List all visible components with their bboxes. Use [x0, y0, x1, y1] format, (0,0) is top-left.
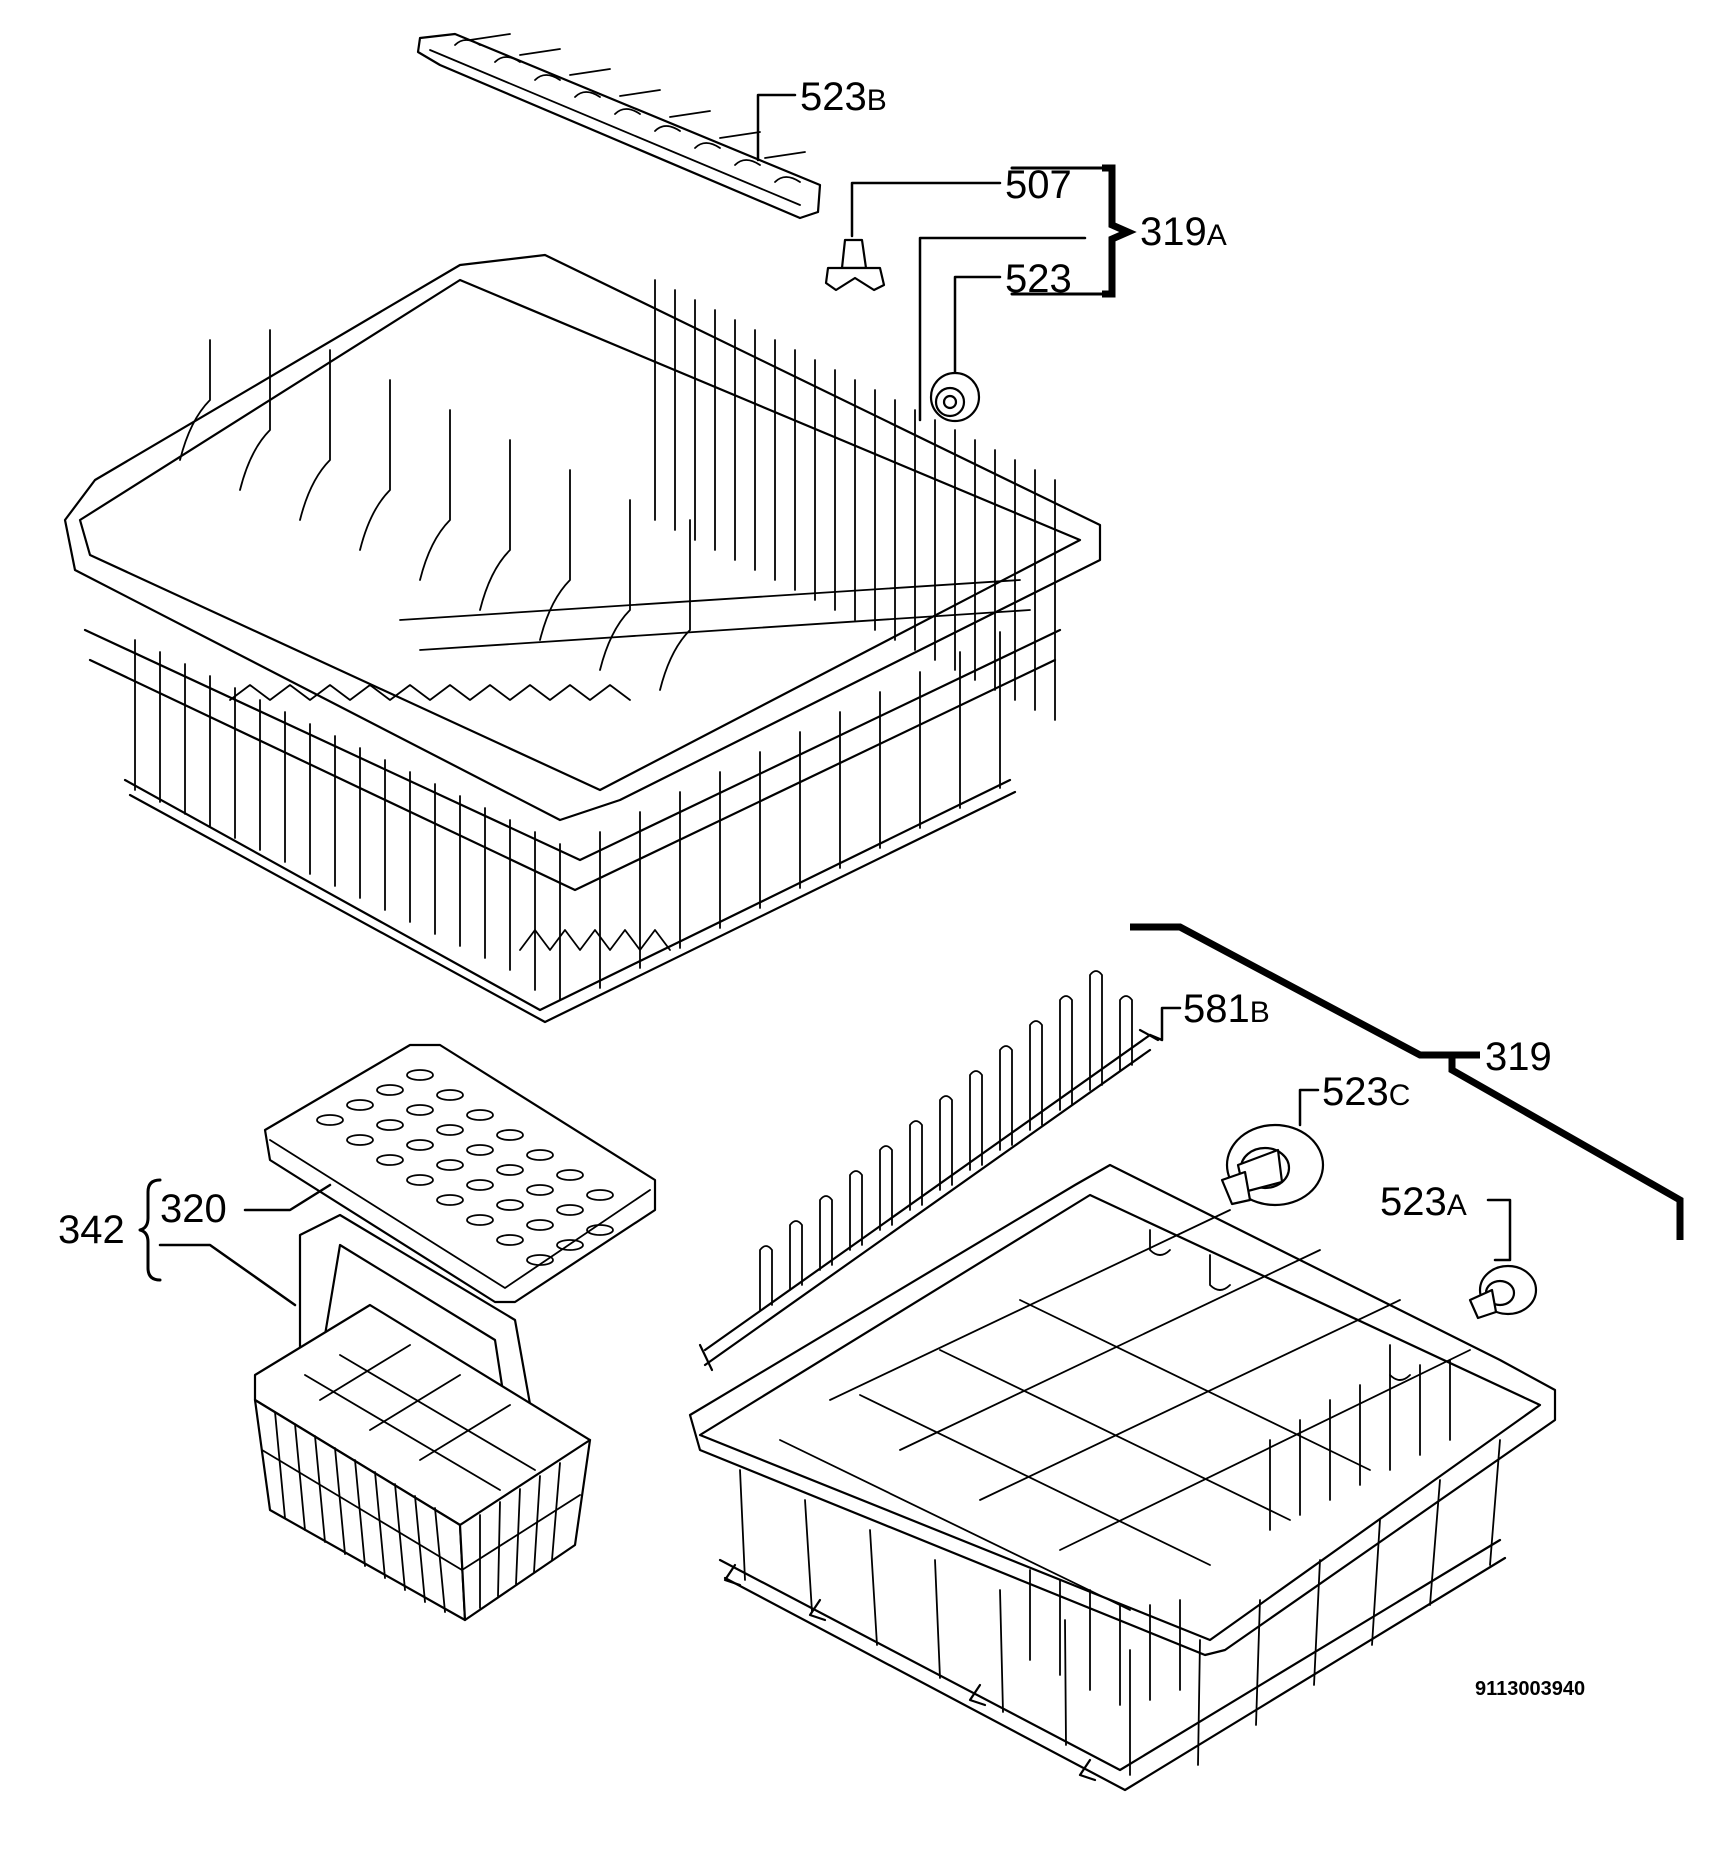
cutlery-basket-part — [253, 1213, 592, 1622]
lower-basket — [688, 1163, 1557, 1792]
wheel-part — [1468, 1264, 1538, 1320]
label-581B: 581B — [1183, 987, 1270, 1031]
upper-basket — [63, 253, 1102, 1024]
leader-lines — [138, 93, 1684, 1307]
label-319: 319 — [1485, 1035, 1552, 1079]
label-507: 507 — [1005, 163, 1072, 207]
diagram-code: 9113003940 — [1475, 1678, 1585, 1700]
label-523A: 523A — [1380, 1180, 1467, 1224]
pin-part — [824, 238, 886, 292]
part-labels: 523B 507 319A 523 581B 319 523C 523A 342… — [58, 75, 1585, 1700]
label-320: 320 — [160, 1187, 227, 1231]
label-523C: 523C — [1322, 1070, 1410, 1114]
label-342: 342 — [58, 1208, 125, 1252]
cup-rack-part — [416, 32, 822, 220]
cutlery-grid-part — [263, 1043, 657, 1304]
tine-insert-part — [698, 970, 1160, 1372]
large-wheel-part — [1220, 1123, 1325, 1207]
small-wheel-part — [929, 371, 981, 423]
label-319A: 319A — [1140, 210, 1227, 254]
label-523: 523 — [1005, 257, 1072, 301]
label-523B: 523B — [800, 75, 887, 119]
